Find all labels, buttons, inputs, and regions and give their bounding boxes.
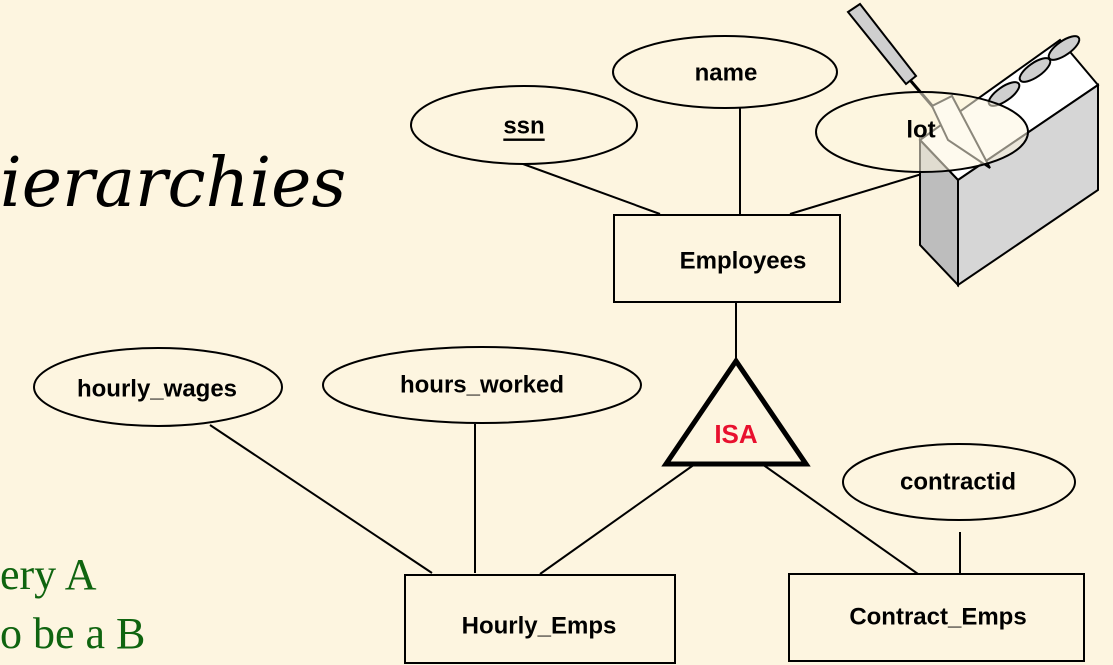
edge-isa-contract <box>761 463 919 575</box>
attr-lot-label: lot <box>906 117 935 144</box>
attr-name-shape <box>612 35 838 109</box>
entity-hourly-emps-shape <box>404 574 676 664</box>
attr-hours-worked-shape <box>322 346 642 424</box>
attr-contractid-label: contractid <box>900 469 1016 496</box>
attr-hours-worked-label: hours_worked <box>400 372 564 399</box>
slide-title-fragment: ierarchies <box>0 144 347 223</box>
edge-hourly-wages-hourly <box>209 424 433 574</box>
isa-triangle <box>661 356 811 467</box>
edge-isa-hourly <box>539 463 696 575</box>
entity-employees-shape <box>613 214 841 303</box>
bullet-text-line-2: o be a B <box>0 609 146 658</box>
edge-lot-employees <box>789 169 936 215</box>
entity-employees-label: Employees <box>680 248 807 275</box>
attr-hourly-wages-shape <box>33 347 283 427</box>
isa-label: ISA <box>714 419 758 449</box>
attr-lot-shape <box>815 91 1029 173</box>
attr-contractid-shape <box>842 443 1076 521</box>
bullet-text-line-1: ery A <box>0 550 97 599</box>
entity-contract-emps-shape <box>788 573 1085 662</box>
attr-ssn-shape <box>410 85 638 165</box>
attr-ssn-label: ssn <box>503 113 544 140</box>
attr-hourly-wages-label: hourly_wages <box>77 376 237 403</box>
edge-ssn-employees <box>511 159 661 215</box>
attr-name-label: name <box>695 60 758 87</box>
entity-contract-emps-label: Contract_Emps <box>849 604 1026 631</box>
entity-hourly-emps-label: Hourly_Emps <box>462 613 617 640</box>
